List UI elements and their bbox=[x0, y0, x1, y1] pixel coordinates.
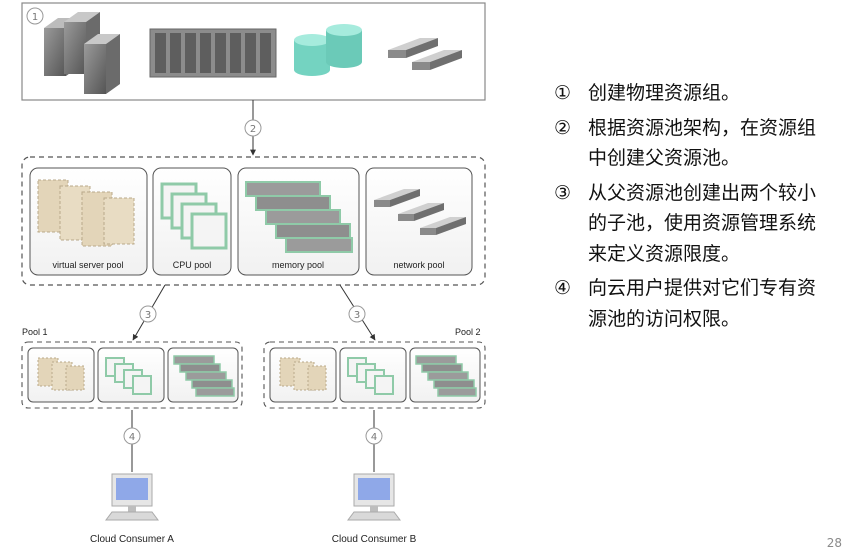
svg-text:3: 3 bbox=[145, 310, 151, 321]
cloud-consumer-a-label: Cloud Consumer A bbox=[90, 534, 174, 545]
parent-pool-frame bbox=[21, 156, 486, 286]
step-item-3: ③ 从父资源池创建出两个较小的子池，使用资源管理系统来定义资源限度。 bbox=[554, 178, 826, 270]
step-number-4: ④ bbox=[554, 277, 572, 299]
virtual-server-icon bbox=[37, 179, 135, 247]
svg-text:3: 3 bbox=[354, 310, 360, 321]
network-icon bbox=[374, 189, 466, 235]
memory-pool-label: memory pool bbox=[272, 260, 324, 270]
svg-text:2: 2 bbox=[250, 124, 256, 135]
steps-list: ① 创建物理资源组。 ② 根据资源池架构，在资源组中创建父资源池。 ③ 从父资源… bbox=[554, 78, 826, 338]
cloud-consumer-b-label: Cloud Consumer B bbox=[332, 534, 417, 545]
step-item-1: ① 创建物理资源组。 bbox=[554, 78, 826, 109]
svg-text:4: 4 bbox=[129, 432, 135, 443]
step-number-2: ② bbox=[554, 116, 572, 139]
step-marker-3b: 3 bbox=[348, 305, 366, 323]
step-marker-4b: 4 bbox=[365, 427, 383, 445]
step-number-1: ① bbox=[554, 82, 572, 104]
physical-servers-icon bbox=[44, 12, 120, 94]
svg-text:1: 1 bbox=[32, 12, 38, 23]
step-marker-3a: 3 bbox=[139, 305, 157, 323]
connectors bbox=[131, 100, 376, 472]
pool-1-label: Pool 1 bbox=[22, 327, 48, 337]
step-item-2: ② 根据资源池架构，在资源组中创建父资源池。 bbox=[554, 113, 826, 174]
step-marker-1: 1 bbox=[26, 7, 44, 25]
physical-resource-group bbox=[21, 2, 486, 101]
svg-text:4: 4 bbox=[371, 432, 377, 443]
step-text-4: 向云用户提供对它们专有资源池的访问权限。 bbox=[588, 277, 817, 330]
step-marker-2: 2 bbox=[244, 119, 262, 137]
physical-storage-icon bbox=[294, 24, 362, 76]
physical-network-icon bbox=[388, 38, 462, 70]
page-number: 28 bbox=[826, 536, 842, 550]
network-pool-card: network pool bbox=[365, 167, 473, 276]
child-pool-1 bbox=[21, 341, 243, 409]
computer-icon bbox=[347, 473, 401, 521]
memory-icon bbox=[245, 181, 353, 253]
parent-resource-pool: virtual server pool CPU pool memory pool bbox=[21, 156, 486, 286]
computer-icon bbox=[105, 473, 159, 521]
step-marker-4a: 4 bbox=[123, 427, 141, 445]
virtual-server-pool-card: virtual server pool bbox=[29, 167, 148, 276]
cpu-icon bbox=[160, 182, 228, 250]
network-pool-label: network pool bbox=[393, 260, 444, 270]
cloud-consumer-b: Cloud Consumer B bbox=[332, 473, 417, 545]
step-number-3: ③ bbox=[554, 181, 572, 204]
cpu-pool-label: CPU pool bbox=[173, 260, 212, 270]
virtual-server-pool-label: virtual server pool bbox=[52, 260, 123, 270]
step-item-4: ④ 向云用户提供对它们专有资源池的访问权限。 bbox=[554, 273, 826, 334]
cpu-pool-card: CPU pool bbox=[152, 167, 232, 276]
physical-cpu-rack-icon bbox=[149, 28, 277, 78]
resource-pool-diagram: 1 2 3 3 4 4 virtual server pool bbox=[21, 2, 486, 545]
memory-pool-card: memory pool bbox=[237, 167, 360, 276]
step-text-3: 从父资源池创建出两个较小的子池，使用资源管理系统来定义资源限度。 bbox=[588, 181, 817, 265]
step-text-2: 根据资源池架构，在资源组中创建父资源池。 bbox=[588, 116, 817, 170]
pool-2-label: Pool 2 bbox=[455, 327, 481, 337]
cloud-consumer-a: Cloud Consumer A bbox=[90, 473, 174, 545]
child-pool-2 bbox=[263, 341, 486, 409]
step-text-1: 创建物理资源组。 bbox=[588, 82, 741, 104]
